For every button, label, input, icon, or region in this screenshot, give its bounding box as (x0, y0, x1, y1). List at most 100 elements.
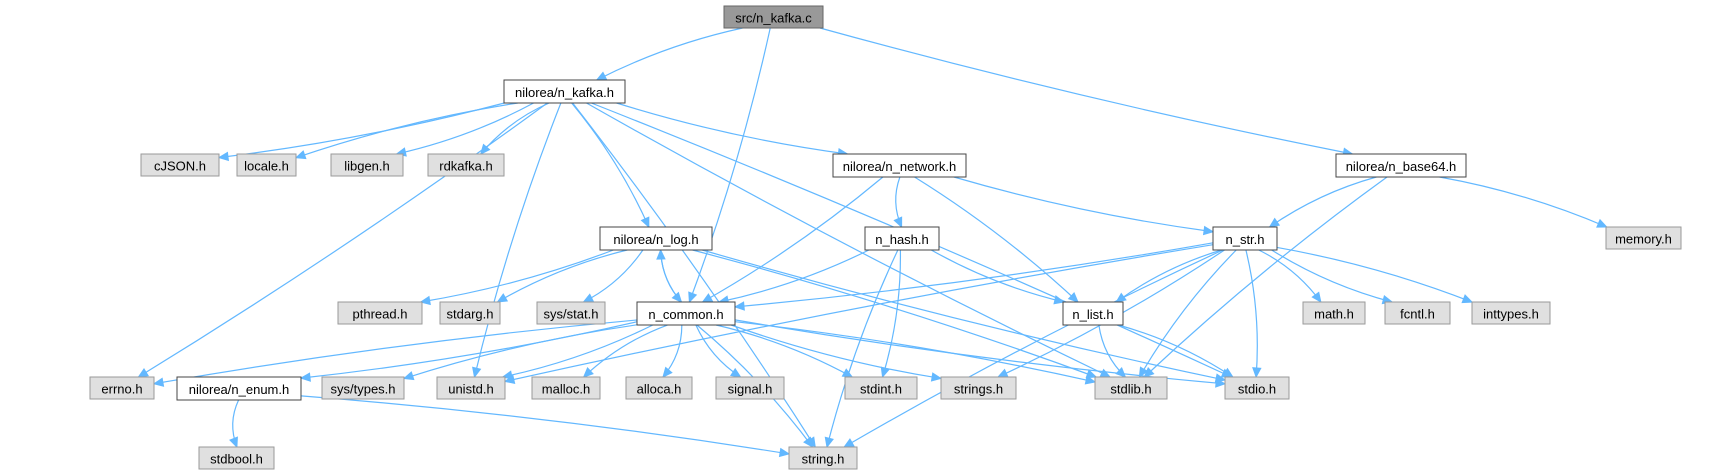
edge-common-to-strings (730, 324, 943, 382)
node-string: string.h (788, 446, 858, 470)
edge-base64-to-memory (1439, 176, 1608, 228)
edge-network-to-list (914, 176, 1079, 303)
node-label: cJSON.h (154, 159, 206, 174)
node-label: inttypes.h (1483, 307, 1539, 322)
node-box (330, 153, 404, 177)
node-box (599, 226, 713, 251)
node-label: fcntl.h (1400, 307, 1435, 322)
node-box (427, 153, 505, 177)
node-alloca: alloca.h (625, 376, 693, 400)
node-box (236, 153, 297, 177)
node-box (503, 79, 626, 104)
node-root[interactable]: src/n_kafka.c (723, 5, 824, 29)
node-libgen: libgen.h (330, 153, 404, 177)
node-label: src/n_kafka.c (735, 11, 812, 26)
node-label: alloca.h (637, 382, 682, 397)
edge-str-to-string (843, 249, 1224, 448)
node-label: unistd.h (448, 382, 494, 397)
node-box (176, 376, 302, 401)
edge-network-to-str (953, 176, 1215, 236)
node-stdlib: stdlib.h (1094, 376, 1168, 400)
node-base64[interactable]: nilorea/n_base64.h (1335, 153, 1467, 178)
node-label: sys/stat.h (544, 307, 599, 322)
node-malloc: malloc.h (531, 376, 601, 400)
node-cjson: cJSON.h (140, 153, 220, 177)
node-box (531, 376, 601, 400)
edge-str-to-math (1258, 249, 1322, 303)
node-label: nilorea/n_log.h (613, 232, 698, 247)
node-label: stdio.h (1238, 382, 1276, 397)
node-label: stdint.h (860, 382, 902, 397)
edge-kafka-to-unistd (472, 102, 562, 379)
node-box (636, 301, 736, 326)
node-kafka[interactable]: nilorea/n_kafka.h (503, 79, 626, 104)
node-label: stdbool.h (210, 452, 263, 467)
node-box (439, 301, 501, 325)
node-box (940, 376, 1017, 400)
edge-log-to-pthread (419, 249, 614, 306)
node-inttypes: inttypes.h (1471, 301, 1551, 325)
node-box (1224, 376, 1290, 400)
node-label: signal.h (728, 382, 773, 397)
node-box (723, 5, 824, 29)
node-strings: strings.h (940, 376, 1017, 400)
node-label: stdlib.h (1110, 382, 1151, 397)
edge-str-to-inttypes (1276, 246, 1474, 304)
edge-kafka-to-cjson (217, 102, 505, 162)
node-label: rdkafka.h (439, 159, 492, 174)
edge-log-to-stdio (702, 249, 1227, 383)
node-log[interactable]: nilorea/n_log.h (599, 226, 713, 251)
node-unistd: unistd.h (436, 376, 506, 400)
edge-network-to-hash (893, 176, 903, 229)
node-label: string.h (802, 452, 845, 467)
node-common[interactable]: n_common.h (636, 301, 736, 326)
node-box (436, 376, 506, 400)
node-box (1302, 301, 1366, 325)
node-hash[interactable]: n_hash.h (864, 226, 940, 251)
node-label: libgen.h (344, 159, 390, 174)
node-str[interactable]: n_str.h (1212, 226, 1278, 251)
edge-root-to-common (688, 27, 771, 304)
edge-str-to-stdio (1245, 249, 1262, 379)
node-box (1605, 226, 1682, 250)
node-box (140, 153, 220, 177)
node-label: n_list.h (1072, 307, 1113, 322)
edge-str-to-common (733, 242, 1214, 311)
node-box (1094, 376, 1168, 400)
node-network[interactable]: nilorea/n_network.h (832, 153, 967, 178)
edge-kafka-to-libgen (395, 102, 534, 157)
node-box (625, 376, 693, 400)
edge-hash-to-stdint (880, 249, 902, 379)
node-enum[interactable]: nilorea/n_enum.h (176, 376, 302, 401)
node-rdkafka: rdkafka.h (427, 153, 505, 177)
node-label: memory.h (1615, 232, 1672, 247)
edge-root-to-kafka (595, 27, 743, 81)
edge-list-to-stdio (1118, 324, 1234, 378)
node-stdarg: stdarg.h (439, 301, 501, 325)
node-sysstat: sys/stat.h (536, 301, 606, 325)
node-label: malloc.h (542, 382, 590, 397)
node-box (337, 301, 423, 325)
edge-common-to-systypes (402, 324, 638, 381)
node-label: nilorea/n_kafka.h (515, 85, 614, 100)
node-box (1384, 301, 1451, 325)
edge-common-to-alloca (662, 324, 683, 378)
edge-enum-to-stdbool (229, 399, 240, 449)
edge-log-to-stdarg (496, 249, 628, 303)
node-label: strings.h (954, 382, 1003, 397)
edge-kafka-to-rdkafka (479, 102, 550, 155)
node-stdio: stdio.h (1224, 376, 1290, 400)
node-label: stdarg.h (447, 307, 494, 322)
node-list[interactable]: n_list.h (1062, 301, 1124, 326)
node-label: errno.h (101, 382, 142, 397)
node-label: nilorea/n_base64.h (1346, 159, 1457, 174)
node-label: math.h (1314, 307, 1354, 322)
node-box (321, 376, 405, 400)
node-box (1212, 226, 1278, 251)
node-label: locale.h (244, 159, 289, 174)
node-label: nilorea/n_network.h (843, 159, 956, 174)
edge-base64-to-str (1268, 176, 1377, 228)
edge-network-to-common (701, 176, 884, 303)
node-locale: locale.h (236, 153, 297, 177)
